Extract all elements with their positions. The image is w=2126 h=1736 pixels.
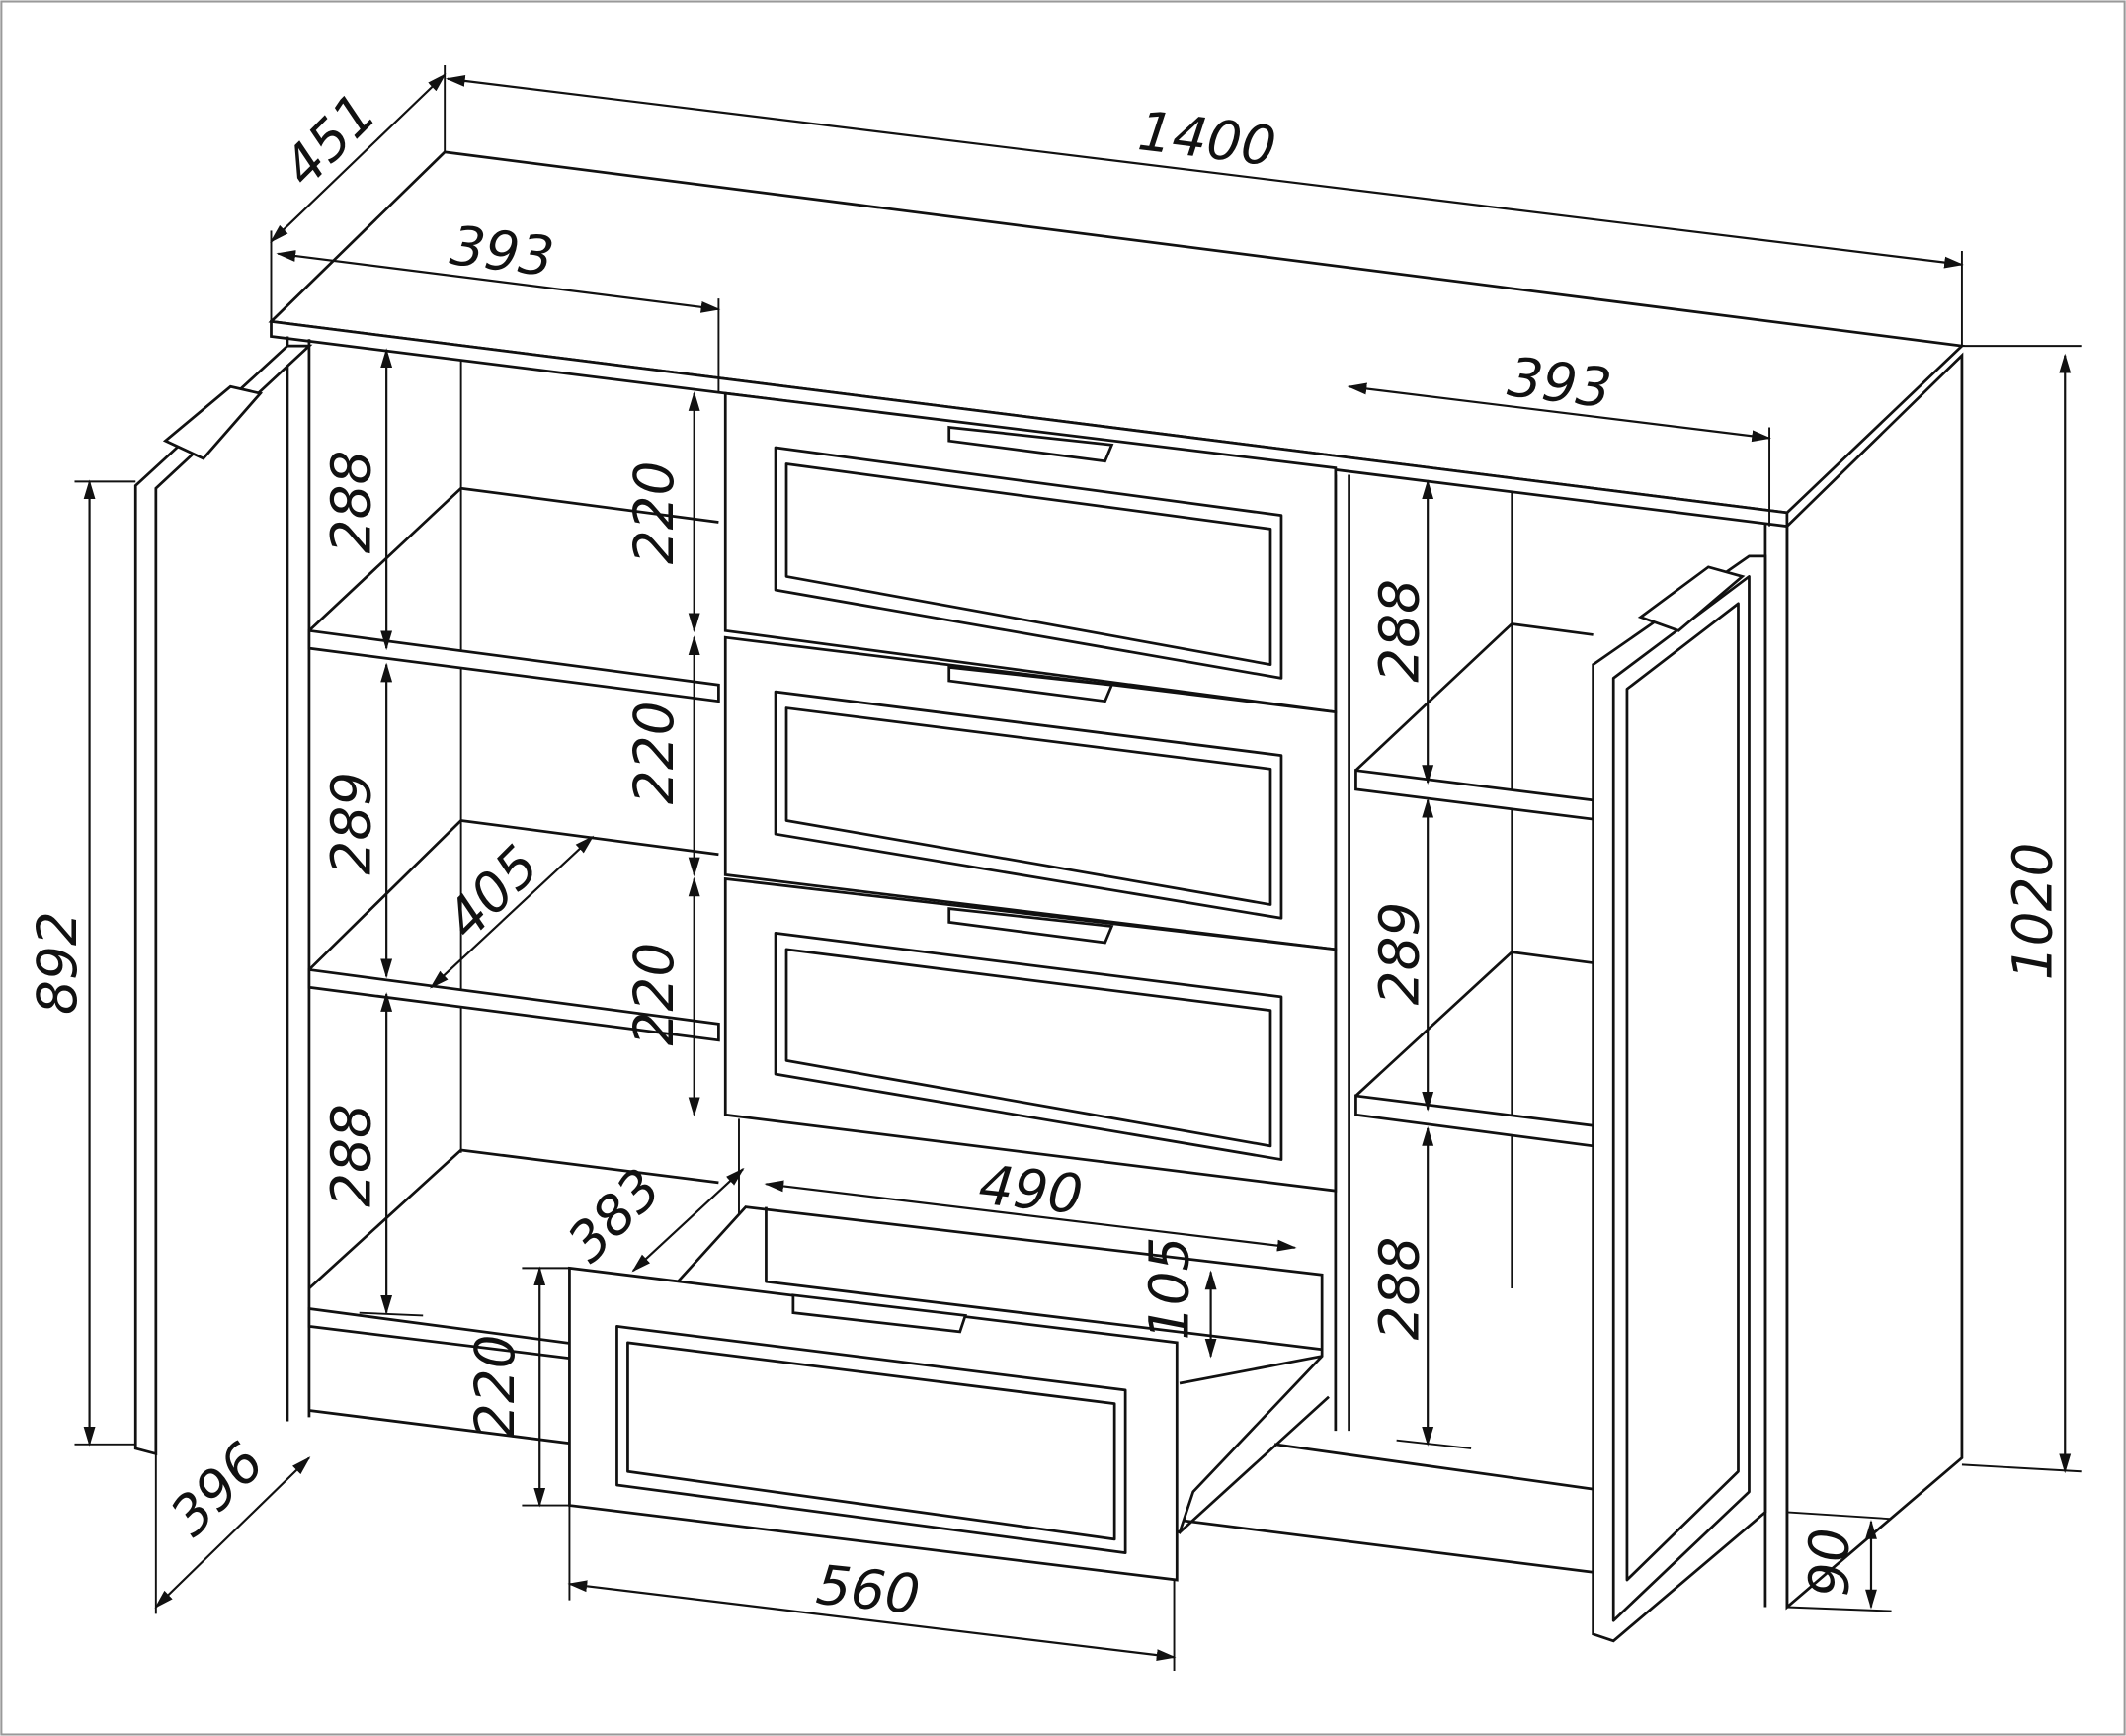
door-handle [162, 384, 264, 460]
label-open-drawer-front-width: 560 [813, 1553, 923, 1627]
label-left-shelf-bottom: 288 [320, 1104, 383, 1207]
label-right-section-width: 393 [1505, 345, 1615, 420]
label-right-shelf-middle: 289 [1368, 902, 1431, 1006]
label-left-shelf-middle: 289 [320, 772, 383, 875]
drawer-handle [947, 665, 1114, 703]
label-depth-top: 451 [271, 81, 388, 199]
left-door[interactable] [133, 344, 313, 1456]
drawer-handle [791, 1293, 968, 1334]
label-left-shelf-top: 288 [320, 451, 383, 554]
label-shelf-depth: 405 [434, 834, 551, 951]
label-open-drawer-front-height: 220 [463, 1334, 527, 1438]
open-drawer[interactable] [568, 1205, 1330, 1582]
label-drawer-2: 220 [622, 701, 686, 804]
label-right-shelf-top: 288 [1368, 579, 1431, 683]
label-right-shelf-bottom: 288 [1368, 1237, 1431, 1341]
label-door-height: 892 [26, 911, 89, 1015]
right-door[interactable] [1592, 554, 1767, 1643]
drawer-3[interactable] [723, 876, 1338, 1193]
drawer-2[interactable] [723, 635, 1338, 951]
label-height-total: 1020 [2002, 843, 2065, 981]
drawer-handle [947, 425, 1114, 463]
dimension-lines [74, 65, 2082, 1671]
drawer-handle [947, 907, 1114, 945]
label-door-width: 396 [158, 1430, 276, 1547]
label-drawer-inner-width: 490 [976, 1153, 1086, 1227]
label-drawer-1: 220 [622, 461, 686, 565]
label-drawer-inner-height: 105 [1137, 1237, 1200, 1341]
label-plinth-height: 90 [1798, 1528, 1861, 1597]
door-handle [1637, 565, 1746, 632]
drawer-1[interactable] [723, 391, 1338, 714]
label-left-section-width: 393 [447, 213, 557, 289]
label-drawer-3: 220 [622, 943, 686, 1046]
